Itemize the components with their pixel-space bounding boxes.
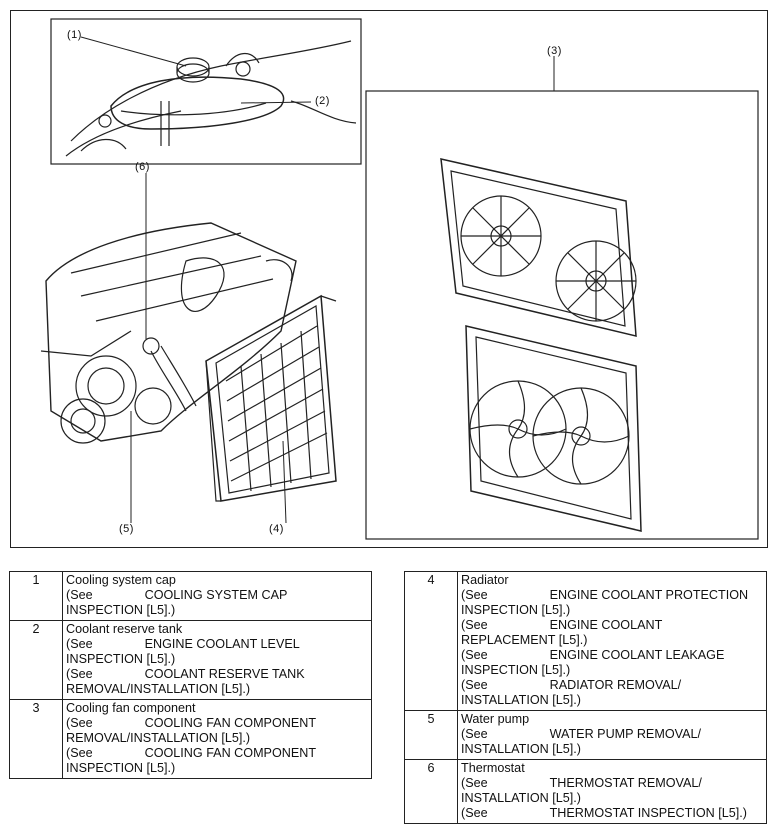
part-name: Thermostat bbox=[461, 761, 525, 775]
see-prefix: (See bbox=[66, 637, 93, 651]
reference-link[interactable]: WATER PUMP REMOVAL/ bbox=[549, 727, 701, 741]
reference-link[interactable]: ENGINE COOLANT LEVEL bbox=[144, 637, 300, 651]
see-prefix: (See bbox=[461, 648, 488, 662]
leader-1 bbox=[80, 36, 187, 67]
part-name: Water pump bbox=[461, 712, 530, 726]
callout-1: (1) bbox=[67, 29, 82, 41]
reference-link[interactable]: COOLANT RESERVE TANK bbox=[144, 667, 305, 681]
reference-link[interactable]: INSTALLATION [L5].) bbox=[461, 742, 581, 756]
cooling-system-illustration bbox=[40, 18, 759, 540]
part-number: 1 bbox=[9, 571, 63, 621]
see-prefix: (See bbox=[461, 588, 488, 602]
part-name: Cooling system cap bbox=[66, 573, 176, 587]
callout-5: (5) bbox=[119, 523, 134, 535]
see-prefix: (See bbox=[461, 678, 488, 692]
part-number: 6 bbox=[404, 759, 458, 824]
part-name: Cooling fan component bbox=[66, 701, 196, 715]
part-number: 5 bbox=[404, 710, 458, 760]
part-name: Radiator bbox=[461, 573, 509, 587]
reference-link[interactable]: INSPECTION [L5].) bbox=[66, 652, 176, 666]
see-prefix: (See bbox=[461, 776, 488, 790]
reserve-tank-inset-frame bbox=[50, 18, 362, 165]
part-number: 2 bbox=[9, 620, 63, 700]
see-prefix: (See bbox=[461, 806, 488, 820]
reference-link[interactable]: COOLING SYSTEM CAP bbox=[144, 588, 288, 602]
see-prefix: (See bbox=[66, 588, 93, 602]
callout-4: (4) bbox=[269, 523, 284, 535]
reserve-tank-drawing bbox=[65, 40, 357, 157]
engine-drawing bbox=[40, 222, 297, 444]
reference-link[interactable]: COOLING FAN COMPONENT bbox=[144, 716, 317, 730]
table-row: 5 Water pump (See WATER PUMP REMOVAL/ INS… bbox=[404, 710, 767, 760]
callout-6: (6) bbox=[135, 161, 150, 173]
exploded-view-figure: (1) (2) (3) (4) (5) (6) bbox=[10, 10, 768, 548]
see-prefix: (See bbox=[461, 727, 488, 741]
reference-link[interactable]: INSTALLATION [L5].) bbox=[461, 693, 581, 707]
callout-3: (3) bbox=[547, 45, 562, 57]
reference-link[interactable]: RADIATOR REMOVAL/ bbox=[549, 678, 682, 692]
fan-shroud-front bbox=[465, 325, 642, 532]
reference-link[interactable]: ENGINE COOLANT PROTECTION bbox=[549, 588, 749, 602]
reference-link[interactable]: COOLING FAN COMPONENT bbox=[144, 746, 317, 760]
see-prefix: (See bbox=[66, 716, 93, 730]
callout-2: (2) bbox=[315, 95, 330, 107]
reference-link[interactable]: INSPECTION [L5].) bbox=[461, 663, 571, 677]
see-prefix: (See bbox=[461, 618, 488, 632]
reference-link[interactable]: THERMOSTAT INSPECTION [L5].) bbox=[549, 806, 747, 820]
table-row: 1 Cooling system cap (See COOLING SYSTEM … bbox=[9, 571, 372, 621]
reference-link[interactable]: THERMOSTAT REMOVAL/ bbox=[549, 776, 702, 790]
parts-table-right: 4 Radiator (See ENGINE COOLANT PROTECTION… bbox=[404, 571, 767, 824]
part-description: Coolant reserve tank (See ENGINE COOLANT … bbox=[62, 620, 372, 700]
part-description: Water pump (See WATER PUMP REMOVAL/ INSTA… bbox=[457, 710, 767, 760]
fan-component-inset-frame bbox=[365, 90, 759, 540]
reference-link[interactable]: ENGINE COOLANT LEAKAGE bbox=[549, 648, 725, 662]
parts-table-left: 1 Cooling system cap (See COOLING SYSTEM … bbox=[9, 571, 372, 779]
radiator-drawing bbox=[205, 294, 337, 502]
table-row: 6 Thermostat (See THERMOSTAT REMOVAL/ INS… bbox=[404, 759, 767, 824]
table-row: 4 Radiator (See ENGINE COOLANT PROTECTION… bbox=[404, 571, 767, 711]
reference-link[interactable]: INSTALLATION [L5].) bbox=[461, 791, 581, 805]
part-description: Thermostat (See THERMOSTAT REMOVAL/ INSTA… bbox=[457, 759, 767, 824]
reference-link[interactable]: ENGINE COOLANT bbox=[549, 618, 663, 632]
reference-link[interactable]: REMOVAL/INSTALLATION [L5].) bbox=[66, 682, 251, 696]
leader-2 bbox=[240, 101, 312, 104]
part-number: 3 bbox=[9, 699, 63, 779]
part-description: Cooling system cap (See COOLING SYSTEM CA… bbox=[62, 571, 372, 621]
fan-shroud-rear bbox=[440, 158, 637, 337]
see-prefix: (See bbox=[66, 746, 93, 760]
reference-link[interactable]: INSPECTION [L5].) bbox=[66, 761, 176, 775]
reference-link[interactable]: REPLACEMENT [L5].) bbox=[461, 633, 588, 647]
reference-link[interactable]: REMOVAL/INSTALLATION [L5].) bbox=[66, 731, 251, 745]
reference-link[interactable]: INSPECTION [L5].) bbox=[66, 603, 176, 617]
leader-4 bbox=[282, 440, 287, 524]
part-number: 4 bbox=[404, 571, 458, 711]
reference-link[interactable]: INSPECTION [L5].) bbox=[461, 603, 571, 617]
part-name: Coolant reserve tank bbox=[66, 622, 183, 636]
table-row: 2 Coolant reserve tank (See ENGINE COOLAN… bbox=[9, 620, 372, 700]
part-description: Radiator (See ENGINE COOLANT PROTECTION I… bbox=[457, 571, 767, 711]
see-prefix: (See bbox=[66, 667, 93, 681]
